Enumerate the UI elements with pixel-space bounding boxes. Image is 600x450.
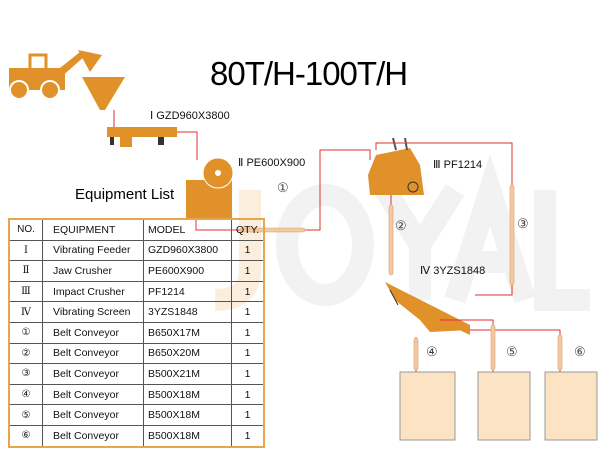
row-no: ③ — [8, 363, 43, 385]
row-model: PF1214 — [143, 280, 232, 303]
row-model: B650X17M — [143, 321, 232, 344]
row-equipment: Belt Conveyor — [42, 342, 144, 365]
conveyor-4-number: ④ — [426, 344, 438, 359]
row-model: B500X18M — [143, 404, 232, 426]
stockpile-bins — [399, 371, 598, 441]
row-no: ④ — [8, 383, 43, 406]
row-qty: 1 — [231, 301, 265, 323]
impact-crusher-icon — [368, 137, 424, 195]
row-equipment: Belt Conveyor — [42, 363, 144, 385]
row-equipment: Jaw Crusher — [42, 260, 144, 282]
row-no: ① — [8, 321, 43, 344]
jaw-crusher-label: Ⅱ PE600X900 — [238, 157, 306, 169]
row-model: B500X18M — [143, 383, 232, 406]
row-qty: 1 — [231, 424, 265, 448]
header-no: NO. — [8, 218, 43, 241]
row-equipment: Vibrating Feeder — [42, 239, 144, 262]
capacity-title: 80T/H-100T/H — [210, 55, 408, 92]
row-qty: 1 — [231, 260, 265, 282]
row-qty: 1 — [231, 280, 265, 303]
row-no: ⑥ — [8, 424, 43, 448]
row-equipment: Impact Crusher — [42, 280, 144, 303]
equipment-list-title: Equipment List — [75, 186, 175, 203]
row-equipment: Belt Conveyor — [42, 321, 144, 344]
row-no: Ⅰ — [8, 239, 43, 262]
table-header: NO. EQUIPMENT MODEL QTY. — [8, 218, 265, 241]
row-qty: 1 — [231, 342, 265, 365]
row-model: 3YZS1848 — [143, 301, 232, 323]
row-qty: 1 — [231, 383, 265, 406]
row-qty: 1 — [231, 321, 265, 344]
row-equipment: Belt Conveyor — [42, 424, 144, 448]
hopper-icon — [82, 77, 125, 110]
row-no: Ⅲ — [8, 280, 43, 303]
row-equipment: Belt Conveyor — [42, 404, 144, 426]
header-qty: QTY. — [231, 218, 265, 241]
row-model: B500X21M — [143, 363, 232, 385]
row-equipment: Vibrating Screen — [42, 301, 144, 323]
screen-label: Ⅳ 3YZS1848 — [420, 265, 486, 277]
belt-conveyors — [239, 184, 563, 371]
impact-crusher-label: Ⅲ PF1214 — [433, 159, 483, 171]
row-model: B500X18M — [143, 424, 232, 448]
loader-icon — [9, 50, 102, 100]
row-qty: 1 — [231, 404, 265, 426]
conveyor-3-number: ③ — [517, 216, 529, 231]
conveyor-6-number: ⑥ — [574, 344, 586, 359]
row-equipment: Belt Conveyor — [42, 383, 144, 406]
row-model: PE600X900 — [143, 260, 232, 282]
row-no: Ⅳ — [8, 301, 43, 323]
row-no: ② — [8, 342, 43, 365]
vibrating-feeder-icon — [107, 127, 177, 147]
watermark-logo — [214, 153, 590, 311]
row-qty: 1 — [231, 363, 265, 385]
conveyor-2-number: ② — [395, 218, 407, 233]
row-no: ⑤ — [8, 404, 43, 426]
feeder-label: Ⅰ GZD960X3800 — [150, 110, 230, 122]
conveyor-5-number: ⑤ — [506, 344, 518, 359]
row-qty: 1 — [231, 239, 265, 262]
row-model: GZD960X3800 — [143, 239, 232, 262]
jaw-crusher-icon — [186, 157, 234, 220]
header-model: MODEL — [143, 218, 232, 241]
vibrating-screen-icon — [385, 282, 470, 335]
header-equipment: EQUIPMENT — [42, 218, 144, 241]
row-model: B650X20M — [143, 342, 232, 365]
row-no: Ⅱ — [8, 260, 43, 282]
conveyor-1-number: ① — [277, 180, 289, 195]
